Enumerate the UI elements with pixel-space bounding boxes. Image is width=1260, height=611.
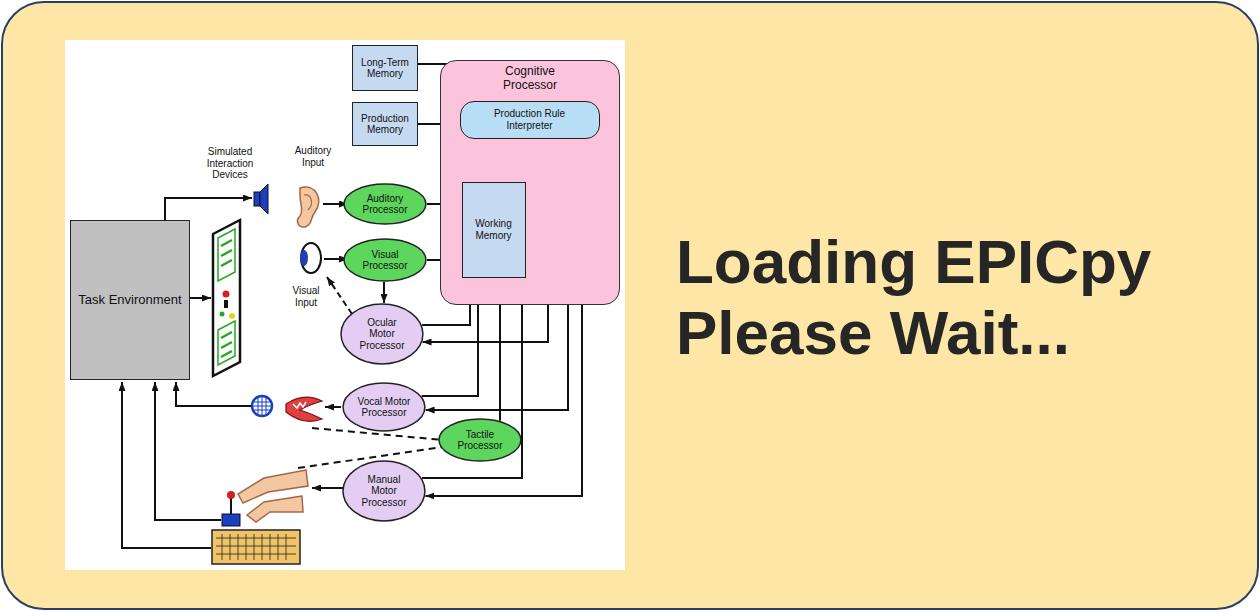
display-panel (218, 229, 235, 281)
display-dot (220, 312, 225, 317)
hands-icon (238, 470, 308, 522)
perceptual-processor: Auditory Processor (343, 183, 427, 225)
ear-fold (304, 195, 311, 210)
microphone-grid (253, 397, 271, 415)
node-text: Production Memory (353, 113, 417, 136)
output-wire (165, 198, 252, 220)
teeth (293, 402, 306, 408)
ellipse-shape (344, 184, 426, 224)
node-text: Task Environment (78, 293, 181, 308)
perceptual-processor: Visual Processor (343, 238, 427, 282)
eye-iris (300, 250, 308, 266)
microphone-head (252, 396, 272, 416)
ellipse-shape (343, 383, 425, 431)
node-text: Long-Term Memory (353, 57, 417, 80)
node-text: Tactile Processor (452, 429, 507, 452)
memory-box: Long-Term Memory (352, 45, 418, 91)
display-dot (223, 291, 230, 298)
display-lines (221, 332, 232, 357)
lips (286, 397, 322, 421)
motor-wire (312, 487, 347, 489)
display-dot (229, 313, 235, 319)
connector-arrow (422, 278, 522, 479)
motor-processor: Ocular Motor Processor (340, 303, 424, 365)
display-panel (218, 321, 235, 365)
microphone-icon (252, 396, 272, 416)
ellipse-shape (439, 419, 521, 461)
keyboard-keys (216, 534, 296, 560)
display-screen (213, 220, 240, 376)
perceptual-processor: Tactile Processor (438, 418, 522, 462)
device-label: Simulated Interaction Devices (195, 146, 265, 181)
speaker-body (254, 192, 260, 206)
speaker-icon (254, 184, 268, 214)
display-lines (221, 240, 232, 266)
mouth-icon (286, 397, 322, 421)
joystick-base (222, 514, 240, 526)
display-dot (224, 300, 228, 308)
interpreter-box: Production Rule Interpreter (460, 101, 600, 139)
processor-region: Cognitive ProcessorProduction Rule Inter… (440, 60, 620, 305)
motor-processor: Manual Motor Processor (342, 460, 426, 522)
input-wire (155, 382, 221, 520)
image-ground (65, 40, 625, 570)
keyboard-icon (212, 530, 300, 564)
node-text: Working Memory (463, 218, 525, 241)
display-icon (213, 220, 240, 376)
region-heading: Cognitive Processor (490, 65, 570, 93)
node-text: Manual Motor Processor (356, 474, 411, 509)
ellipse-shape (344, 239, 426, 281)
joystick-ball (227, 491, 235, 499)
memory-box: Production Memory (352, 102, 418, 146)
keyboard-body (212, 530, 300, 564)
ellipse-shape (343, 461, 425, 521)
loading-message: Loading EPICpy Please Wait... (676, 226, 1196, 369)
eye-control-wire (327, 277, 352, 314)
node-text: Vocal Motor Processor (356, 396, 411, 419)
input-label: Visual Input (284, 285, 328, 308)
node-text: Visual Processor (357, 249, 412, 272)
ear-icon (298, 187, 319, 227)
memory-box: Working Memory (462, 182, 526, 278)
node-text: Auditory Processor (357, 193, 412, 216)
motor-processor: Vocal Motor Processor (342, 382, 426, 432)
hand-shape (247, 496, 303, 522)
input-label: Auditory Input (285, 145, 341, 168)
node-text: Ocular Motor Processor (354, 317, 409, 352)
ear-shape (298, 187, 319, 227)
eye-icon (300, 243, 321, 273)
motor-wire (325, 406, 341, 408)
joystick-icon (222, 491, 240, 526)
environment-box: Task Environment (70, 220, 190, 380)
input-wire (122, 382, 211, 548)
connector-arrow (383, 282, 385, 303)
node-text: Production Rule Interpreter (483, 108, 577, 131)
joystick-stick (230, 498, 232, 514)
ellipse-shape (341, 304, 423, 364)
input-wire (176, 382, 251, 406)
output-wire (190, 297, 211, 299)
eye-ball (301, 243, 321, 273)
speaker-cone (260, 184, 268, 214)
